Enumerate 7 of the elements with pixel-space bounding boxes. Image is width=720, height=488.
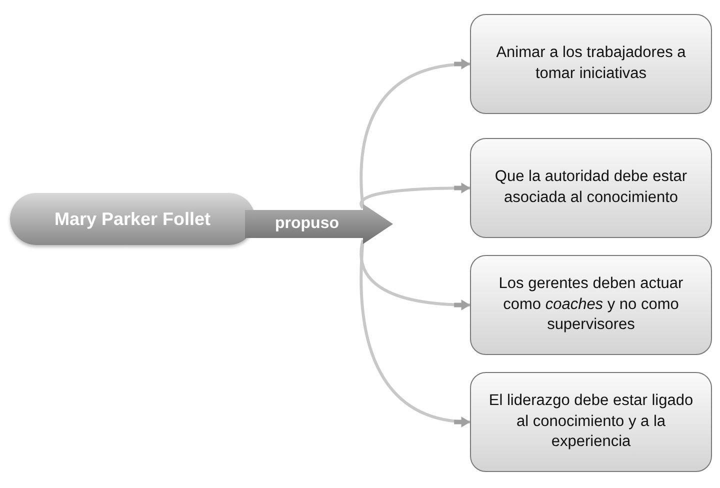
idea-box: Animar a los trabajadores a tomar iniciativas [470, 14, 712, 114]
idea-box: Que la autoridad debe estar asociada al conocimiento [470, 138, 712, 238]
idea-box: Los gerentes deben actuar como coaches y no como supervisores [470, 255, 712, 355]
arrow-label: propuso [275, 215, 339, 233]
idea-box: El liderazgo debe estar ligado al conocimiento y a la experiencia [470, 372, 712, 472]
title-pill: Mary Parker Follet [10, 193, 255, 245]
block-arrow [245, 204, 393, 244]
